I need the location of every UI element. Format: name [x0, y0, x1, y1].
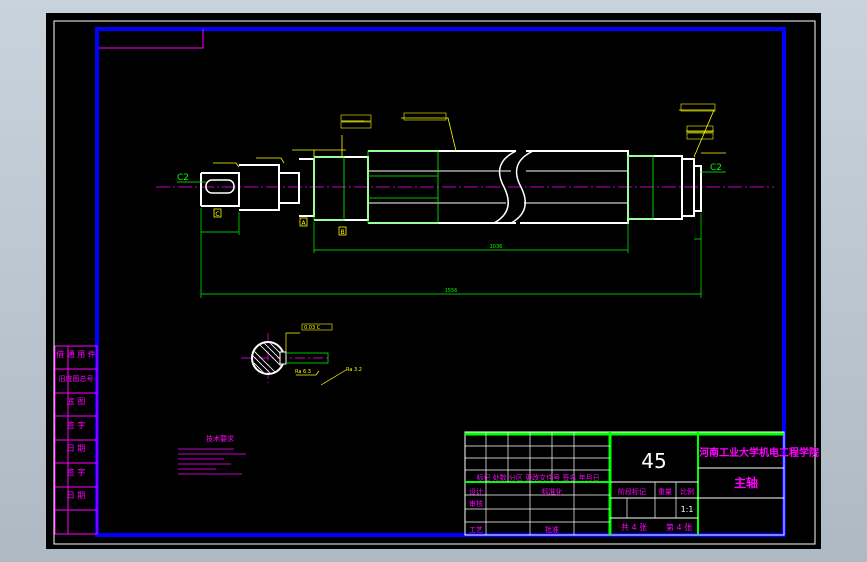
title-row3: 审核 — [469, 499, 483, 508]
datum-c-box — [213, 208, 222, 218]
title-block — [464, 431, 785, 536]
part-name: 主轴 — [734, 475, 758, 490]
title-row4b: 批准 — [545, 525, 559, 534]
notes-lines — [178, 448, 246, 475]
keyway-lines — [313, 150, 654, 224]
side-row-5: 签 字 — [67, 467, 86, 477]
inner-frame — [95, 27, 786, 537]
segment-length: 1036 — [490, 244, 503, 250]
stage-label: 阶段标记 — [618, 487, 646, 496]
side-table: 借 通 用 件 旧底图总号 底 图 签 字 日 期 签 字 日 期 — [54, 345, 98, 535]
datum-b: B — [340, 229, 344, 236]
section-view — [241, 323, 347, 386]
material-label: 45 — [641, 449, 666, 473]
datum-b-box — [338, 226, 347, 236]
side-row-4: 日 期 — [67, 444, 86, 453]
title-row2: 设计 — [469, 487, 483, 496]
dimension-lines — [200, 208, 702, 298]
school-name: 河南工业大学机电工程学院 — [699, 446, 819, 459]
datum-c: C — [215, 211, 219, 218]
sheets-total: 共 4 张 — [621, 523, 647, 532]
scale-label: 比例 — [680, 487, 694, 496]
side-row-6: 日 期 — [67, 491, 86, 500]
code-box — [99, 29, 204, 49]
chamfer-left: C2 — [177, 173, 189, 183]
section-ra-right: Ra 3.2 — [346, 367, 362, 373]
drawing-canvas[interactable]: 借 通 用 件 旧底图总号 底 图 签 字 日 期 签 字 日 期 — [46, 13, 821, 549]
datum-a: A — [301, 220, 306, 227]
side-row-3: 签 字 — [67, 420, 86, 430]
tolerance-frames — [340, 103, 716, 140]
datum-a-box — [299, 217, 308, 227]
scale-value: 1:1 — [681, 505, 694, 514]
sheet-number: 第 4 张 — [666, 522, 692, 532]
title-row2b: 标准化 — [542, 487, 563, 496]
section-ra-left: Ra 6.3 — [295, 369, 311, 375]
title-row1: 标记 处数 分区 更改文件号 签名 年月日 — [476, 473, 599, 482]
section-tolerance: 0.03 C — [304, 325, 321, 331]
weight-label: 重量 — [658, 488, 672, 496]
chamfer-right: C2 — [710, 163, 722, 173]
outer-border — [53, 20, 816, 545]
side-row-0: 借 通 用 件 — [56, 349, 96, 359]
notes-title: 技术要求 — [206, 434, 234, 443]
side-row-2: 底 图 — [67, 396, 86, 406]
overall-length: 1556 — [445, 288, 458, 294]
side-row-1: 旧底图总号 — [59, 374, 94, 383]
title-row4: 工艺 — [469, 526, 483, 534]
surface-finish-leaders — [213, 109, 726, 168]
shaft-features — [368, 170, 628, 204]
drawing-svg: 借 通 用 件 旧底图总号 底 图 签 字 日 期 签 字 日 期 — [53, 20, 819, 545]
